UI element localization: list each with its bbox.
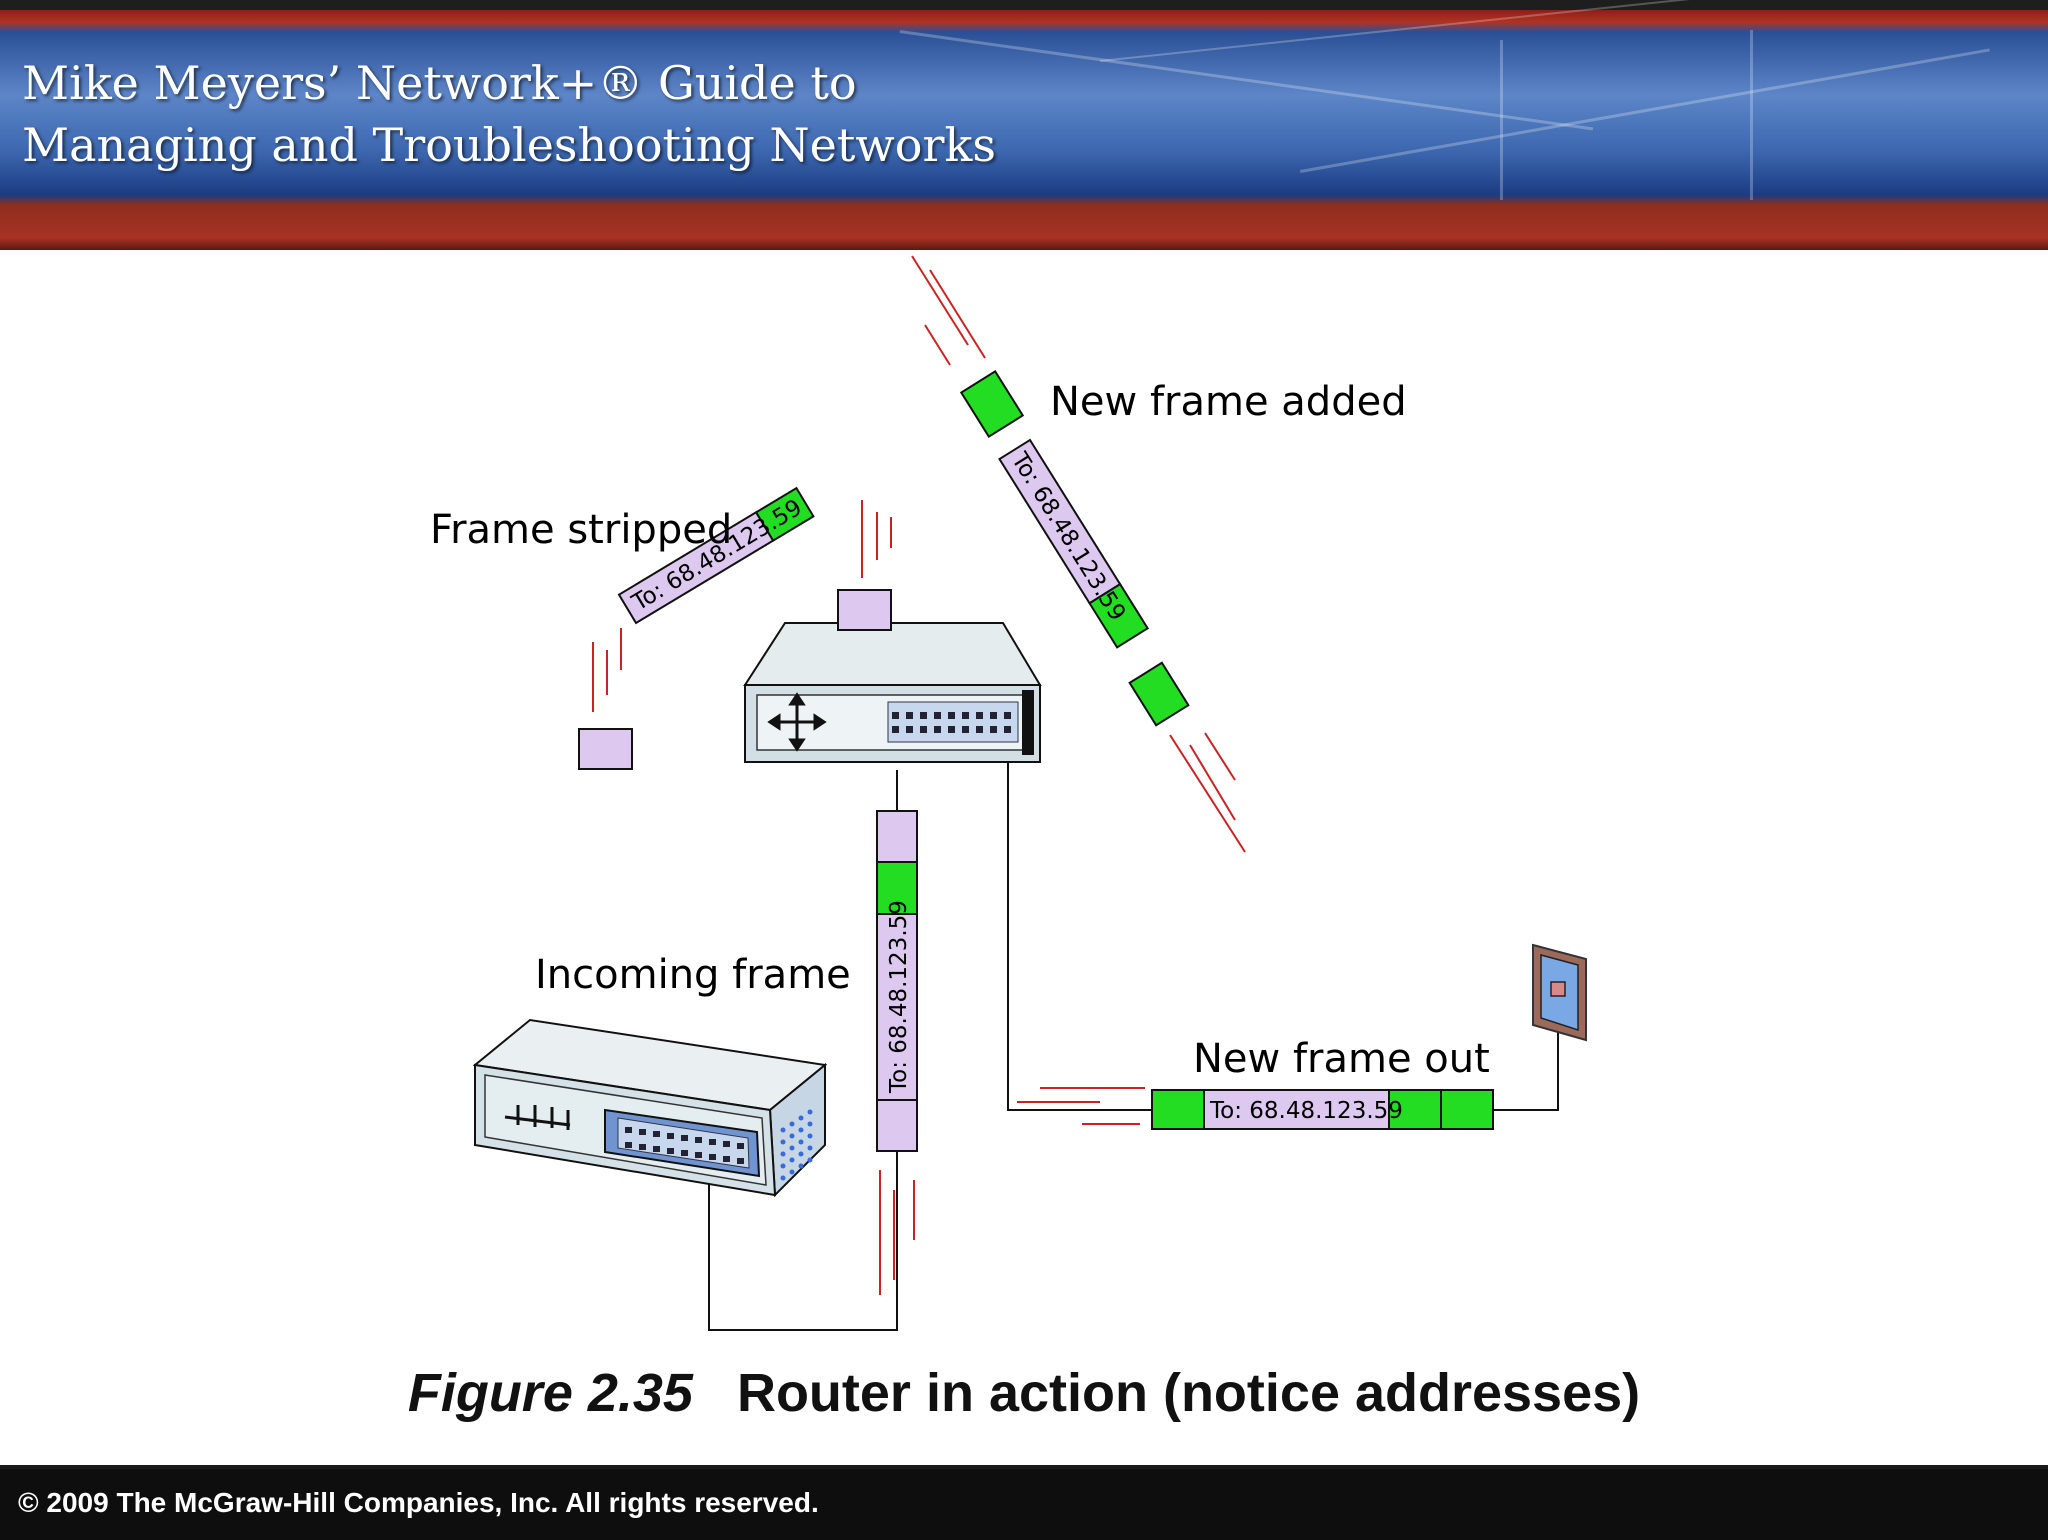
new-frame-out-address: To: 68.48.123.59: [1209, 1098, 1403, 1124]
incoming-frame-packet: To: 68.48.123.59: [876, 810, 918, 1152]
slide-title-line-1: Mike Meyers’ Network+® Guide to: [22, 56, 857, 110]
label-frame-stripped: Frame stripped: [430, 507, 732, 553]
new-frame-added-packet: To: 68.48.123.59: [998, 438, 1150, 649]
packet-fragment-small: [578, 728, 633, 770]
router-device: [743, 622, 1042, 763]
label-incoming-frame: Incoming frame: [535, 952, 851, 998]
switch-vent-dots: [780, 1109, 813, 1181]
switch-ports: [625, 1127, 744, 1164]
router-arrows-icon: [767, 692, 827, 752]
figure-caption: Figure 2.35 Router in action (notice addr…: [0, 1362, 2048, 1424]
slide-header-banner: Mike Meyers’ Network+® Guide to Managing…: [0, 0, 2048, 250]
frame-fragment-green: [1128, 661, 1190, 727]
wall-jack: [1532, 943, 1587, 1042]
packet-fragment: [837, 589, 892, 631]
slide-title: Mike Meyers’ Network+® Guide to Managing…: [22, 52, 996, 176]
switch-device: [472, 1018, 828, 1198]
router-ports: [892, 712, 1011, 733]
new-frame-out-packet: To: 68.48.123.59: [1151, 1089, 1494, 1130]
incoming-frame-address: To: 68.48.123.59: [886, 900, 912, 1094]
slide-title-line-2: Managing and Troubleshooting Networks: [22, 118, 996, 172]
label-new-frame-out: New frame out: [1193, 1036, 1490, 1082]
motion-lines: [592, 255, 1246, 1295]
figure-number: Figure 2.35: [407, 1363, 693, 1423]
copyright-notice: © 2009 The McGraw-Hill Companies, Inc. A…: [18, 1487, 819, 1518]
new-frame-added-address: To: 68.48.123.59: [1006, 447, 1131, 625]
slide-footer: © 2009 The McGraw-Hill Companies, Inc. A…: [0, 1465, 2048, 1540]
figure-caption-text: Router in action (notice addresses): [736, 1363, 1641, 1423]
new-frame-header-green: [959, 369, 1025, 439]
cable-switch-to-router: [708, 770, 898, 1331]
label-new-frame-added: New frame added: [1050, 379, 1407, 425]
switch-hub-icon: [504, 1105, 571, 1130]
